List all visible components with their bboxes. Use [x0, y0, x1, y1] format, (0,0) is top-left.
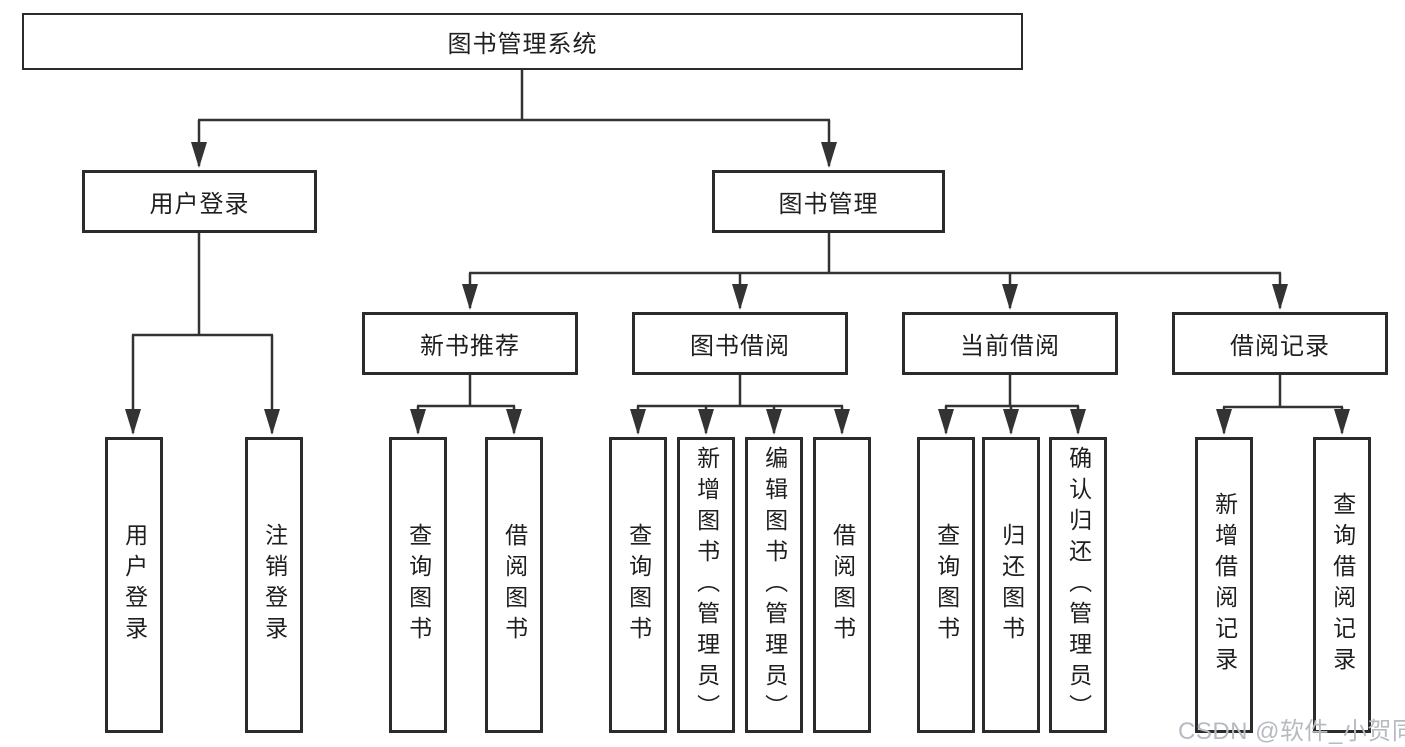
leaf-add-books-admin: 新增图书（管理员） [677, 437, 735, 733]
node-current-borrowing-label: 当前借阅 [960, 333, 1060, 360]
leaf-query-borrow-record-label: 查询借阅记录 [1329, 492, 1356, 678]
leaf-return-books-label: 归还图书 [998, 523, 1025, 647]
leaf-user-login-label: 用户登录 [121, 523, 148, 647]
leaf-add-books-admin-label: 新增图书（管理员） [693, 445, 720, 725]
leaf-query-books-current: 查询图书 [917, 437, 975, 733]
leaf-query-books-borrowing-label: 查询图书 [625, 523, 652, 647]
node-user-login-label: 用户登录 [149, 191, 250, 218]
node-borrowing-records-label: 借阅记录 [1230, 333, 1330, 360]
leaf-logout-label: 注销登录 [261, 523, 288, 647]
leaf-query-borrow-record: 查询借阅记录 [1313, 437, 1371, 733]
csdn-watermark: CSDN @软件_小贺同学 [1178, 718, 1405, 745]
leaf-user-login: 用户登录 [105, 437, 163, 733]
node-book-management: 图书管理 [712, 170, 945, 233]
leaf-confirm-return-admin: 确认归还（管理员） [1049, 437, 1107, 733]
leaf-logout: 注销登录 [245, 437, 303, 733]
node-library-system-label: 图书管理系统 [447, 31, 598, 58]
node-book-borrowing-label: 图书借阅 [690, 333, 790, 360]
leaf-borrow-books-borrowing-label: 借阅图书 [829, 523, 856, 647]
leaf-borrow-books-borrowing: 借阅图书 [813, 437, 871, 733]
leaf-query-books-recommend: 查询图书 [389, 437, 447, 733]
node-book-management-label: 图书管理 [778, 191, 879, 218]
leaf-return-books: 归还图书 [982, 437, 1040, 733]
leaf-query-books-recommend-label: 查询图书 [405, 523, 432, 647]
node-library-system: 图书管理系统 [22, 13, 1023, 70]
node-book-borrowing: 图书借阅 [632, 312, 848, 375]
leaf-borrow-books-recommend: 借阅图书 [485, 437, 543, 733]
node-new-book-recommend: 新书推荐 [362, 312, 578, 375]
leaf-borrow-books-recommend-label: 借阅图书 [501, 523, 528, 647]
node-borrowing-records: 借阅记录 [1172, 312, 1388, 375]
leaf-query-books-current-label: 查询图书 [933, 523, 960, 647]
leaf-query-books-borrowing: 查询图书 [609, 437, 667, 733]
leaf-edit-books-admin: 编辑图书（管理员） [745, 437, 803, 733]
leaf-add-borrow-record-label: 新增借阅记录 [1211, 492, 1238, 678]
node-user-login: 用户登录 [82, 170, 317, 233]
leaf-add-borrow-record: 新增借阅记录 [1195, 437, 1253, 733]
leaf-edit-books-admin-label: 编辑图书（管理员） [761, 445, 788, 725]
leaf-confirm-return-admin-label: 确认归还（管理员） [1065, 445, 1092, 725]
node-new-book-recommend-label: 新书推荐 [420, 333, 520, 360]
node-current-borrowing: 当前借阅 [902, 312, 1118, 375]
